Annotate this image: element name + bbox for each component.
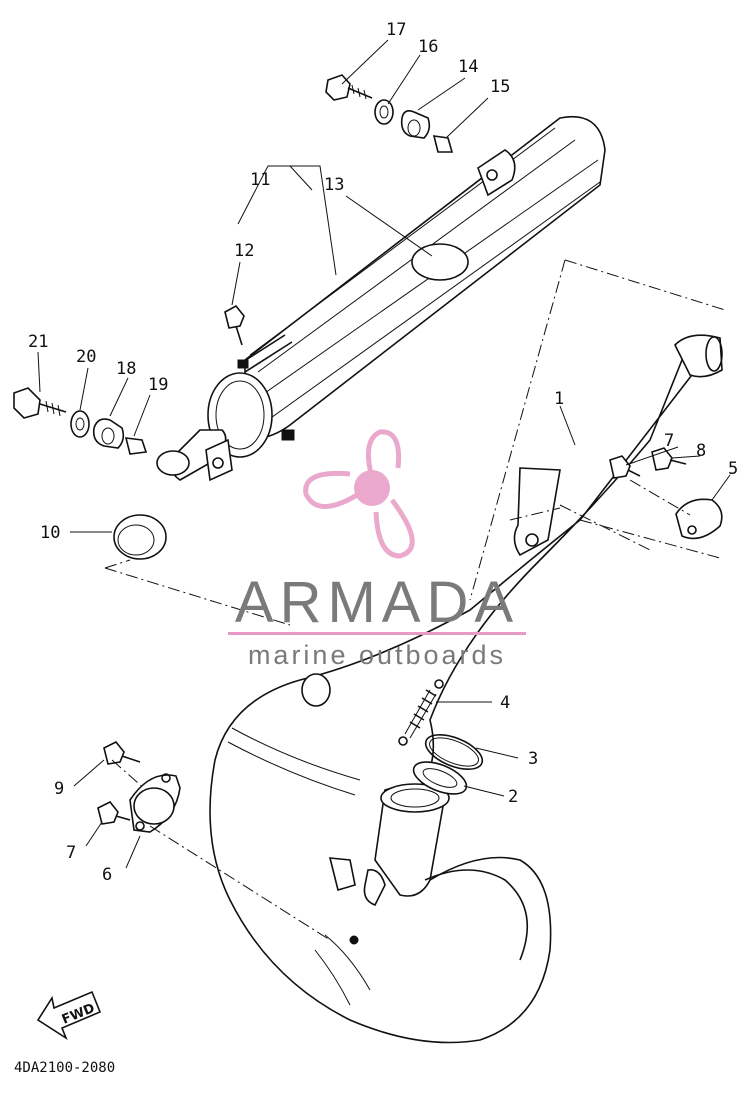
armada-watermark: ARMADA marine outboards: [228, 429, 526, 670]
label-part-16: 16: [418, 37, 438, 57]
label-part-13: 13: [324, 175, 344, 195]
exhaust-pipe-chamber: [209, 334, 723, 1044]
label-part-5: 5: [728, 459, 738, 479]
label-part-19: 19: [148, 375, 168, 395]
label-part-8: 8: [696, 441, 706, 461]
watermark-tagline: marine outboards: [248, 640, 506, 670]
label-part-17: 17: [386, 20, 406, 40]
drawing-code: 4DA2100-2080: [14, 1060, 115, 1076]
label-part-10: 10: [40, 523, 60, 543]
leader-lines: [37, 39, 731, 941]
label-part-7-left: 7: [66, 843, 76, 863]
screw-12: [224, 304, 245, 346]
small-parts: [13, 74, 723, 833]
bolt-21: [13, 387, 67, 419]
part-labels: 17 16 14 15 11 13 12 21 20 18 19 1 7 8 5…: [28, 20, 738, 885]
label-part-9: 9: [54, 779, 64, 799]
label-part-12: 12: [234, 241, 254, 261]
muffler-assembly: [156, 116, 606, 482]
propeller-logo: [303, 429, 415, 559]
watermark-underline: [228, 632, 526, 635]
label-part-21: 21: [28, 332, 48, 352]
label-part-3: 3: [528, 749, 538, 769]
bolt-17: [325, 74, 373, 101]
label-part-2: 2: [508, 787, 518, 807]
label-part-4: 4: [500, 693, 510, 713]
label-part-1: 1: [554, 389, 564, 409]
label-part-11: 11: [250, 170, 270, 190]
label-part-20: 20: [76, 347, 96, 367]
watermark-brand-name: ARMADA: [235, 570, 519, 635]
label-part-7-right: 7: [664, 431, 674, 451]
label-part-18: 18: [116, 359, 136, 379]
label-part-6: 6: [102, 865, 112, 885]
fwd-arrow-indicator: FWD: [36, 990, 102, 1041]
fwd-arrow-icon: [36, 990, 102, 1041]
spring-4: [398, 679, 444, 746]
label-part-14: 14: [458, 57, 478, 77]
label-part-15: 15: [490, 77, 510, 97]
